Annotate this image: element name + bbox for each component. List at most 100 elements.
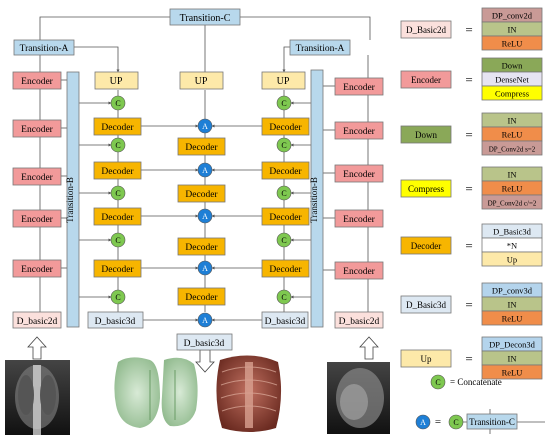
svg-text:Decoder: Decoder <box>101 213 134 223</box>
legend-up-box: Up <box>400 349 452 368</box>
attention-legend: A = C Transition-C <box>415 409 545 434</box>
concat-node-right-2: C <box>276 185 292 201</box>
svg-text:Decoder: Decoder <box>185 293 218 303</box>
ribcage-3d-render-image <box>216 355 282 432</box>
legend-panel: D_Basic2d=DP_conv2dINReLUEncoder=DownDen… <box>400 7 543 380</box>
svg-text:Decoder: Decoder <box>185 143 218 153</box>
svg-text:Encoder: Encoder <box>21 215 53 225</box>
transition-b-left: Transition-B <box>65 71 80 328</box>
legend-2-item-0: IN <box>481 112 543 128</box>
svg-text:Encoder: Encoder <box>343 170 375 180</box>
legend-2-item-2: DP_Conv2d s=2 <box>481 140 543 156</box>
svg-text:IN: IN <box>508 300 517 310</box>
svg-text:C: C <box>115 189 120 198</box>
legend-3-item-0: IN <box>481 166 543 182</box>
svg-text:Encoder: Encoder <box>343 215 375 225</box>
mid-left-decoder-3: Decoder <box>93 259 142 278</box>
legend-6-item-2: ReLU <box>481 364 543 380</box>
svg-text:Decoder: Decoder <box>185 243 218 253</box>
legend-d-basic2d-box: D_Basic2d <box>400 20 452 39</box>
mid-right-decoder-2: Decoder <box>261 207 310 226</box>
svg-text:= Concatenate: = Concatenate <box>450 377 502 387</box>
svg-text:A: A <box>420 418 426 427</box>
legend-0-item-2: ReLU <box>481 35 543 51</box>
svg-text:Decoder: Decoder <box>269 123 302 133</box>
mid-left-decoder-0: Decoder <box>93 117 142 136</box>
svg-text:Encoder: Encoder <box>21 265 53 275</box>
up-box-left: UP <box>94 71 139 90</box>
svg-text:Decoder: Decoder <box>269 213 302 223</box>
svg-text:C: C <box>115 236 120 245</box>
svg-text:ReLU: ReLU <box>502 184 523 194</box>
svg-text:C: C <box>281 293 286 302</box>
left-d-basic2d: D_basic2d <box>12 311 62 329</box>
svg-text:Down: Down <box>415 130 437 140</box>
legend-d-basic3d-box: D_Basic3d <box>400 295 452 314</box>
legend-4-item-1: *N <box>481 237 543 253</box>
attention-node-0: A <box>197 118 213 134</box>
svg-text:C: C <box>281 141 286 150</box>
svg-text:D_basic2d: D_basic2d <box>339 317 380 327</box>
transition-a-right-box: Transition-A <box>289 39 351 56</box>
svg-text:=: = <box>465 238 472 253</box>
svg-text:=: = <box>465 72 472 87</box>
svg-text:D_Basic2d: D_Basic2d <box>406 25 446 35</box>
transition-a-left-box: Transition-A <box>13 39 75 56</box>
svg-text:IN: IN <box>508 354 517 364</box>
svg-text:=: = <box>435 416 441 428</box>
svg-text:Transition-B: Transition-B <box>65 177 75 223</box>
svg-text:Transition-C: Transition-C <box>180 13 231 24</box>
svg-text:=: = <box>465 127 472 142</box>
svg-text:Decoder: Decoder <box>101 167 134 177</box>
concat-node-right-3: C <box>276 232 292 248</box>
svg-text:Compress: Compress <box>408 184 444 194</box>
transition-b-right: Transition-B <box>309 69 324 328</box>
attention-node-4: A <box>197 312 213 328</box>
concat-node-right-1: C <box>276 137 292 153</box>
svg-text:*N: *N <box>507 241 517 251</box>
center-decoder-0: Decoder <box>177 137 226 156</box>
svg-text:=: = <box>465 22 472 37</box>
legend-0-item-0: DP_conv2d <box>481 7 543 23</box>
left-encoder-0: Encoder <box>12 71 62 90</box>
concat-node-left-3: C <box>110 232 126 248</box>
mid-right-decoder-0: Decoder <box>261 117 310 136</box>
svg-text:A: A <box>202 316 208 325</box>
concat-node-left-2: C <box>110 185 126 201</box>
svg-text:DP_conv3d: DP_conv3d <box>492 286 533 296</box>
svg-text:Encoder: Encoder <box>343 83 375 93</box>
svg-text:IN: IN <box>508 170 517 180</box>
svg-text:=: = <box>465 351 472 366</box>
svg-text:D_Basic3d: D_Basic3d <box>406 300 446 310</box>
svg-text:Transition-C: Transition-C <box>469 417 515 427</box>
left-encoder-1: Encoder <box>12 119 62 138</box>
transition-c-box: Transition-C <box>169 8 241 26</box>
mid-left-decoder-1: Decoder <box>93 161 142 180</box>
mid-right-decoder-1: Decoder <box>261 161 310 180</box>
svg-text:DenseNet: DenseNet <box>495 75 529 85</box>
svg-text:UP: UP <box>195 76 208 87</box>
svg-text:C: C <box>453 418 458 427</box>
svg-text:DP_Conv2d s=2: DP_Conv2d s=2 <box>489 146 536 154</box>
attention-node-1: A <box>197 162 213 178</box>
svg-text:C: C <box>115 293 120 302</box>
svg-text:DP_Conv2d c/=2: DP_Conv2d c/=2 <box>488 200 537 208</box>
left-encoder-2: Encoder <box>12 167 62 186</box>
svg-text:D_basic3d: D_basic3d <box>95 317 136 327</box>
right-encoder-3: Encoder <box>334 209 384 228</box>
svg-text:A: A <box>202 264 208 273</box>
svg-text:Transition-B: Transition-B <box>309 177 319 223</box>
center-d-basic3d: D_basic3d <box>176 333 233 351</box>
svg-text:Encoder: Encoder <box>343 267 375 277</box>
svg-text:Decoder: Decoder <box>185 190 218 200</box>
legend-1-item-2: Compress <box>481 85 543 101</box>
concat-node-left-0: C <box>110 95 126 111</box>
right-d-basic2d: D_basic2d <box>334 311 384 329</box>
legend-6-item-1: IN <box>481 350 543 366</box>
svg-text:Compress: Compress <box>495 89 529 99</box>
svg-text:Encoder: Encoder <box>21 125 53 135</box>
